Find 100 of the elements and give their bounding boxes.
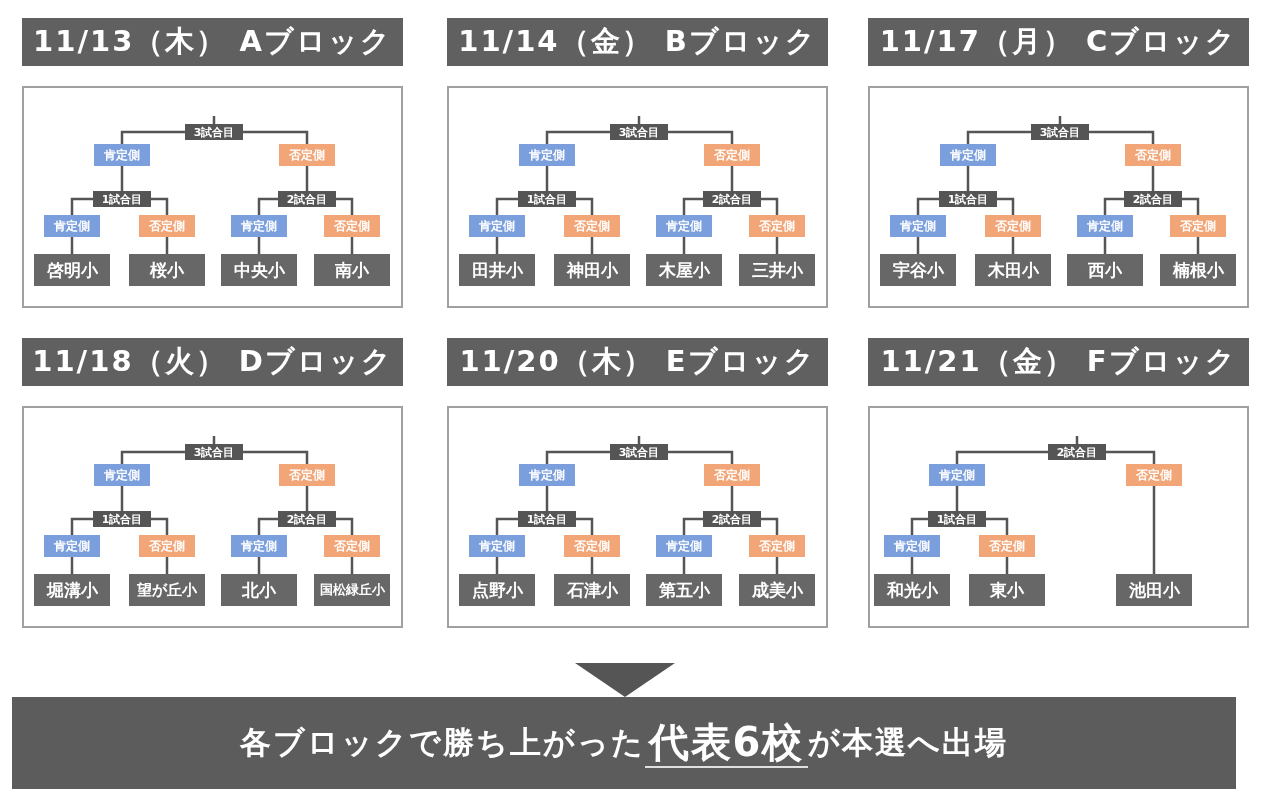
bracket-line [986, 517, 1009, 535]
match-label: 1試合目 [518, 511, 576, 527]
negative-tag: 否定側 [979, 535, 1035, 557]
bracket-line [1089, 130, 1155, 144]
negative-tag: 否定側 [279, 144, 335, 166]
school-box: 国松緑丘小 [314, 574, 390, 606]
negative-tag: 否定側 [1170, 215, 1226, 237]
bracket-line [336, 517, 354, 535]
bracket-line [1152, 486, 1156, 574]
affirmative-tag: 肯定側 [94, 464, 150, 486]
bracket-line [120, 166, 124, 191]
match-label: 1試合目 [928, 511, 986, 527]
affirmative-tag: 肯定側 [884, 535, 940, 557]
negative-tag: 否定側 [1126, 464, 1182, 486]
bracket-line [730, 166, 734, 191]
negative-tag: 否定側 [324, 215, 380, 237]
school-box: 田井小 [459, 254, 535, 286]
affirmative-tag: 肯定側 [231, 215, 287, 237]
affirmative-tag: 肯定側 [94, 144, 150, 166]
bracket-line [305, 166, 309, 191]
school-box: 石津小 [554, 574, 630, 606]
match-label: 2試合目 [703, 511, 761, 527]
bracket-line [120, 486, 124, 511]
bracket-line [966, 130, 1031, 144]
affirmative-tag: 肯定側 [519, 144, 575, 166]
bracket-line [761, 517, 779, 535]
block-heading: 11/13（木） Aブロック [22, 18, 403, 66]
negative-tag: 否定側 [704, 464, 760, 486]
match-label: 2試合目 [1124, 191, 1182, 207]
negative-tag: 否定側 [1125, 144, 1181, 166]
bracket-line [682, 517, 703, 535]
match-label: 1試合目 [93, 191, 151, 207]
match-label: 3試合目 [1031, 124, 1089, 140]
negative-tag: 否定側 [749, 215, 805, 237]
result-banner: 各ブロックで勝ち上がった代表6校が本選へ出場 [12, 697, 1236, 789]
bracket-line [70, 517, 93, 535]
bracket-line [682, 197, 703, 215]
school-box: 成美小 [739, 574, 815, 606]
bracket-line [668, 130, 734, 144]
bracket-line [70, 197, 93, 215]
school-box: 宇谷小 [880, 254, 956, 286]
block-heading: 11/17（月） Cブロック [868, 18, 1249, 66]
affirmative-tag: 肯定側 [231, 535, 287, 557]
affirmative-tag: 肯定側 [519, 464, 575, 486]
down-arrow [575, 663, 675, 697]
match-label: 3試合目 [185, 124, 243, 140]
affirmative-tag: 肯定側 [656, 535, 712, 557]
bracket-line [120, 450, 185, 464]
school-box: 点野小 [459, 574, 535, 606]
affirmative-tag: 肯定側 [469, 535, 525, 557]
bracket-line [955, 450, 1048, 464]
bracket-line [966, 166, 970, 191]
bracket-line [151, 517, 169, 535]
bracket-line [305, 486, 309, 511]
school-box: 桜小 [129, 254, 205, 286]
bracket-line [668, 450, 734, 464]
bracket-line [495, 517, 518, 535]
bracket-line [151, 197, 169, 215]
match-label: 3試合目 [185, 444, 243, 460]
school-box: 望が丘小 [129, 574, 205, 606]
bracket-line [955, 486, 959, 511]
school-box: 木田小 [975, 254, 1051, 286]
bracket-line [243, 130, 309, 144]
negative-tag: 否定側 [985, 215, 1041, 237]
affirmative-tag: 肯定側 [890, 215, 946, 237]
bracket-line [495, 197, 518, 215]
bracket-line [336, 197, 354, 215]
bracket-line [257, 197, 278, 215]
match-label: 2試合目 [278, 511, 336, 527]
school-box: 和光小 [874, 574, 950, 606]
match-label: 1試合目 [93, 511, 151, 527]
school-box: 西小 [1067, 254, 1143, 286]
negative-tag: 否定側 [324, 535, 380, 557]
match-label: 1試合目 [518, 191, 576, 207]
affirmative-tag: 肯定側 [656, 215, 712, 237]
negative-tag: 否定側 [704, 144, 760, 166]
school-box: 木屋小 [646, 254, 722, 286]
bracket-line [545, 166, 549, 191]
bracket-line [1151, 166, 1155, 191]
school-box: 南小 [314, 254, 390, 286]
bracket-line [545, 130, 610, 144]
match-label: 2試合目 [278, 191, 336, 207]
bracket-line [120, 130, 185, 144]
match-label: 2試合目 [1048, 444, 1106, 460]
match-label: 1試合目 [939, 191, 997, 207]
bracket-line [257, 517, 278, 535]
bracket-line [576, 197, 594, 215]
negative-tag: 否定側 [564, 215, 620, 237]
affirmative-tag: 肯定側 [1077, 215, 1133, 237]
affirmative-tag: 肯定側 [929, 464, 985, 486]
school-box: 東小 [969, 574, 1045, 606]
bracket-line [576, 517, 594, 535]
bracket-line [997, 197, 1015, 215]
block-heading: 11/21（金） Fブロック [868, 338, 1249, 386]
affirmative-tag: 肯定側 [469, 215, 525, 237]
bracket-line [1182, 197, 1200, 215]
affirmative-tag: 肯定側 [44, 215, 100, 237]
bracket-line [243, 450, 309, 464]
school-box: 堀溝小 [34, 574, 110, 606]
school-box: 三井小 [739, 254, 815, 286]
